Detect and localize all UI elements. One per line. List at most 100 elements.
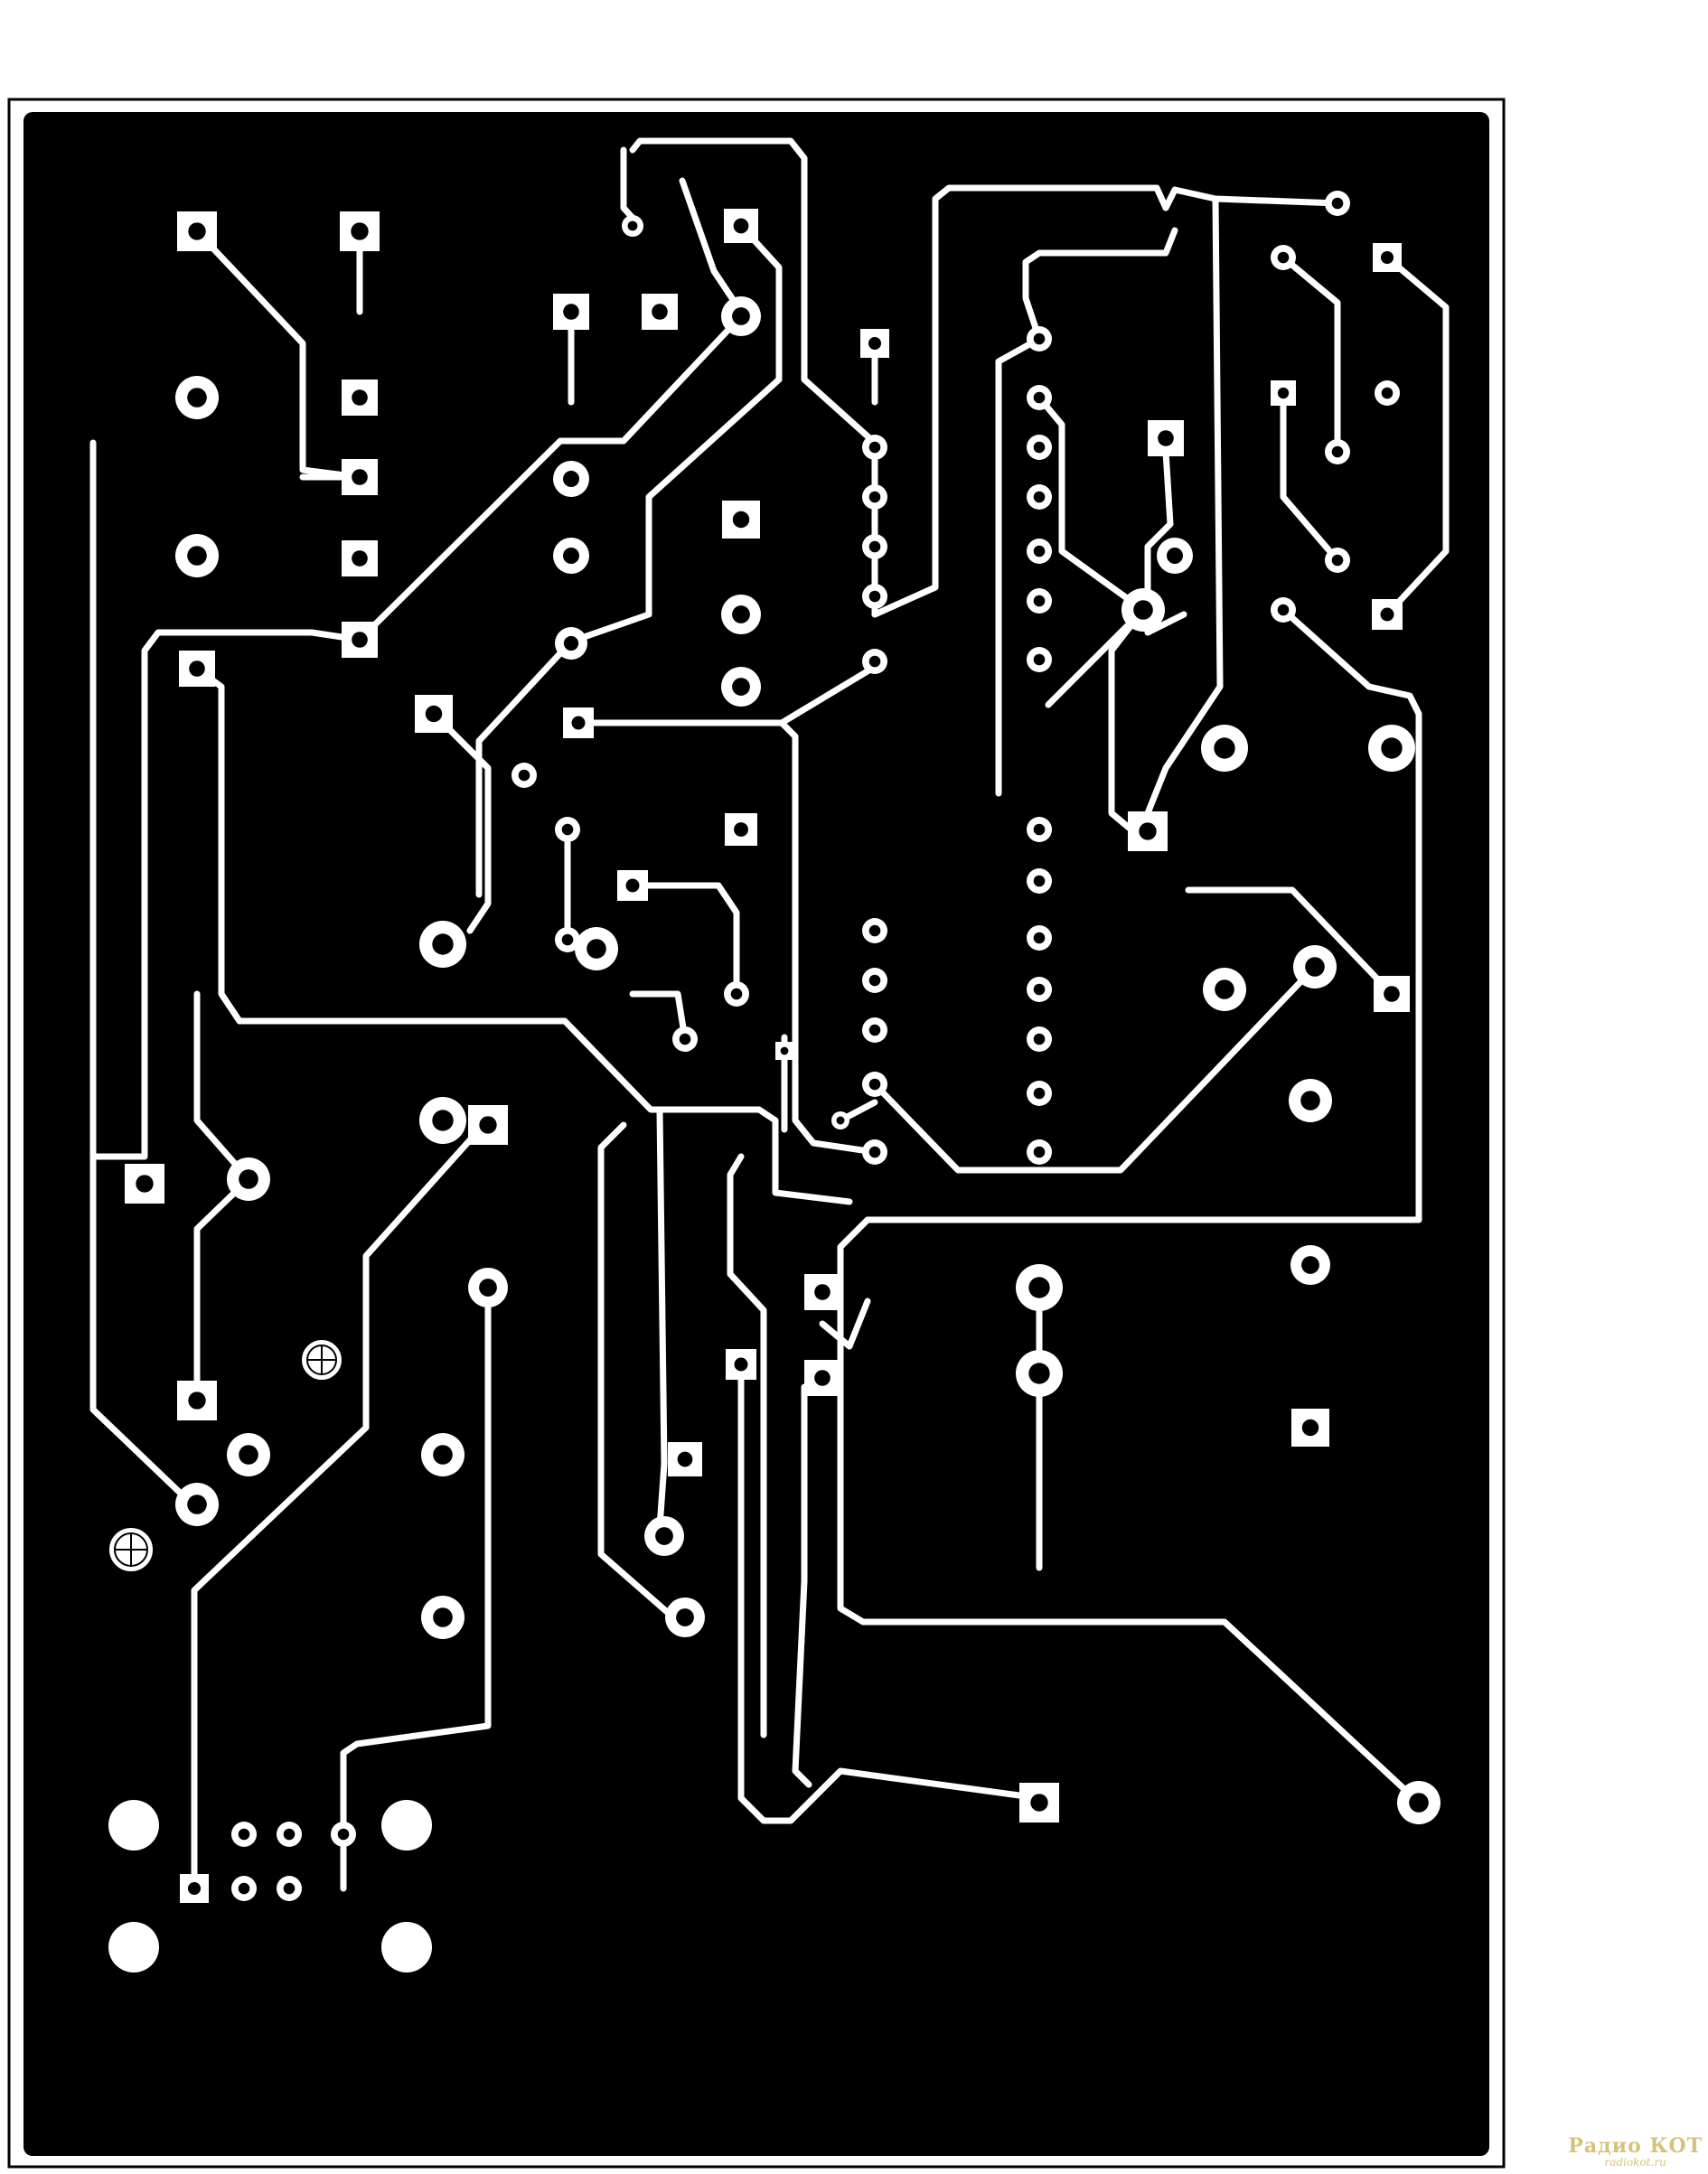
trace	[1384, 254, 1450, 618]
drill-hole	[1409, 1793, 1429, 1813]
trace	[1280, 254, 1341, 455]
trace	[995, 335, 1043, 797]
trace	[1162, 186, 1341, 211]
drill-hole	[187, 388, 207, 408]
drill-hole	[1033, 491, 1046, 503]
drill-hole	[432, 933, 454, 955]
drill-hole	[563, 548, 579, 564]
drill-hole	[732, 511, 750, 529]
drill-hole	[433, 1607, 453, 1627]
drill-hole	[563, 304, 579, 320]
drill-hole	[625, 878, 640, 893]
drill-hole	[1133, 600, 1153, 620]
trace	[89, 629, 363, 1160]
drill-hole	[868, 590, 881, 603]
drill-hole	[587, 939, 606, 959]
drill-hole	[1033, 441, 1046, 454]
drill-hole	[730, 988, 743, 1000]
drill-hole	[679, 1033, 691, 1045]
drill-hole	[1277, 251, 1290, 264]
drill-hole	[1033, 1033, 1046, 1045]
drill-hole	[563, 471, 579, 487]
trace	[727, 1153, 767, 1738]
trace	[737, 1361, 1043, 1824]
copper-pour	[23, 112, 1489, 2156]
drill-hole	[814, 1370, 831, 1386]
drill-hole	[676, 1608, 694, 1626]
connector-mounting-hole	[381, 1800, 432, 1851]
trace	[1108, 606, 1147, 839]
trace	[193, 665, 853, 1205]
drill-hole	[1033, 595, 1046, 607]
drill-hole	[1331, 197, 1344, 210]
drill-hole	[188, 222, 206, 240]
drill-hole	[352, 389, 368, 406]
drill-hole	[479, 1116, 497, 1134]
drill-hole	[1033, 545, 1046, 558]
drill-hole	[1033, 653, 1046, 666]
drill-hole	[677, 1451, 693, 1467]
drill-hole	[836, 1116, 845, 1125]
trace	[340, 1284, 492, 1838]
drill-hole	[1380, 607, 1394, 622]
trace	[656, 1108, 668, 1531]
trace	[430, 710, 492, 934]
trace	[191, 1121, 487, 1838]
drill-hole	[780, 1046, 789, 1055]
drill-hole	[734, 1357, 748, 1372]
trace	[1144, 448, 1187, 636]
trace	[475, 376, 783, 898]
mounting-mark	[300, 1338, 343, 1382]
drill-hole	[136, 1175, 154, 1193]
drill-hole	[1033, 875, 1046, 887]
drill-hole	[283, 1882, 296, 1895]
drill-hole	[239, 1169, 258, 1189]
trace	[1185, 886, 1395, 998]
drill-hole	[1033, 1087, 1046, 1100]
mounting-mark	[108, 1526, 155, 1573]
drill-hole	[1158, 430, 1174, 446]
drill-hole	[1301, 1419, 1319, 1437]
connector-mounting-hole	[108, 1800, 159, 1851]
drill-hole	[1033, 391, 1046, 404]
drill-hole	[732, 678, 750, 696]
drill-hole	[432, 1110, 454, 1131]
drill-hole	[479, 1279, 497, 1297]
trace	[778, 719, 878, 1156]
watermark: Радио КОТ radiokot.ru	[1568, 2134, 1703, 2169]
drill-hole	[868, 336, 882, 351]
drill-hole	[868, 974, 881, 987]
watermark-site: radiokot.ru	[1604, 2155, 1666, 2169]
drill-hole	[425, 705, 443, 723]
drill-hole	[1380, 250, 1394, 265]
drill-hole	[1033, 823, 1046, 836]
drill-hole	[655, 1527, 673, 1545]
drill-hole	[1028, 1277, 1050, 1298]
drill-hole	[627, 220, 638, 231]
drill-hole	[352, 469, 368, 485]
connector-mounting-hole	[108, 1922, 159, 1973]
drill-hole	[868, 655, 881, 668]
drill-hole	[1030, 1794, 1048, 1812]
drill-hole	[1277, 387, 1290, 399]
trace	[1280, 389, 1341, 564]
trace	[792, 1383, 812, 1788]
drill-hole	[733, 218, 749, 234]
drill-hole	[868, 491, 881, 503]
drill-hole	[868, 924, 881, 937]
drill-hole	[652, 304, 668, 320]
drill-hole	[1305, 957, 1325, 977]
trace	[871, 963, 1319, 1174]
trace	[193, 228, 363, 481]
drill-hole	[187, 546, 207, 566]
drill-hole	[868, 1078, 881, 1091]
drill-hole	[868, 1146, 881, 1158]
drill-hole	[351, 222, 369, 240]
connector-mounting-hole	[381, 1922, 432, 1973]
trace	[629, 990, 689, 1043]
drill-hole	[352, 632, 368, 648]
drill-hole	[734, 822, 748, 837]
trace	[864, 606, 1422, 1223]
